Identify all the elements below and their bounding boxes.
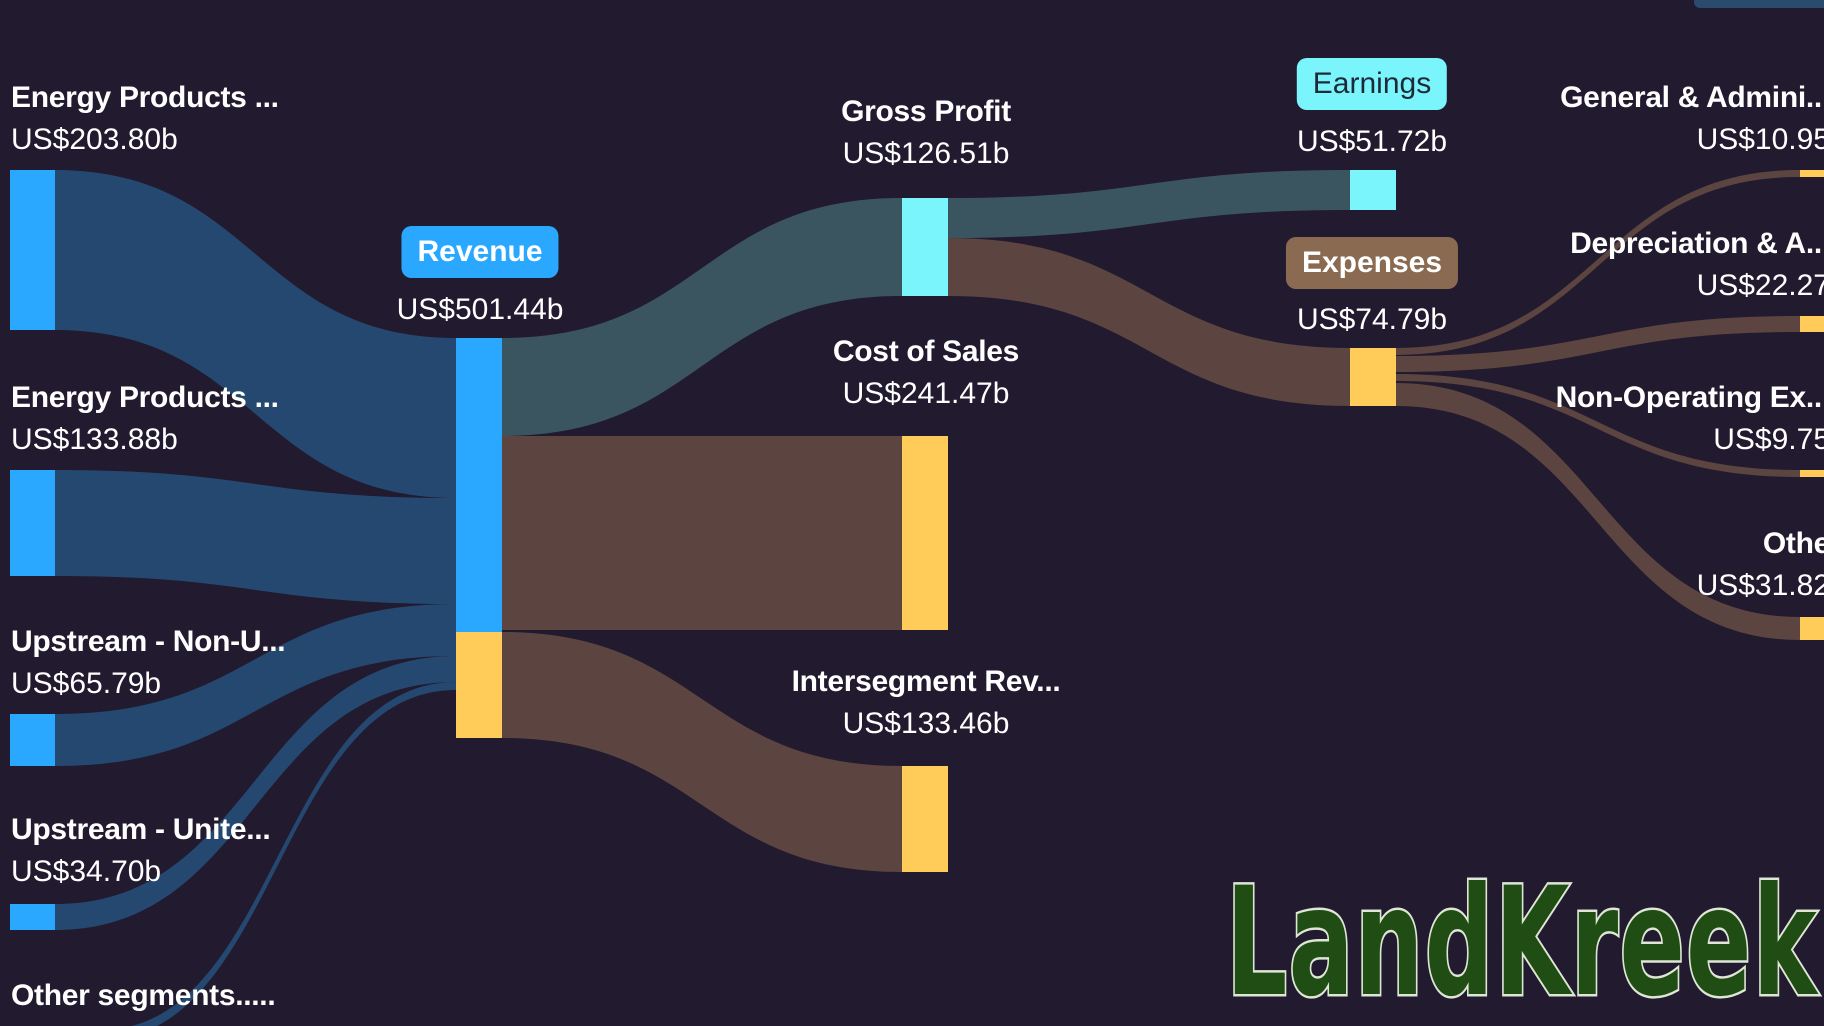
node-bar-revenue — [456, 338, 502, 632]
link-revenue-to-cost-of-sales — [502, 436, 902, 630]
node-label-energy-products-2: Energy Products ... US$133.88b — [11, 380, 279, 458]
node-name: Upstream - Non-U... — [11, 625, 286, 658]
node-label-energy-products-1: Energy Products ... US$203.80b — [11, 80, 279, 158]
node-value: US$9.75 — [1713, 423, 1824, 456]
node-bar-revenue-intersegment — [456, 632, 502, 738]
logo-text: LandKreek — [1226, 856, 1819, 1008]
link-expenses-to-general-admin — [1396, 170, 1800, 355]
node-bar-earnings — [1350, 170, 1396, 210]
earnings-value: US$51.72b — [1296, 125, 1448, 158]
node-bar-gross-profit — [902, 198, 948, 296]
node-value: US$31.82 — [1696, 569, 1824, 602]
node-value: US$203.80b — [11, 123, 178, 156]
node-name: Othe — [1762, 527, 1824, 560]
node-value: US$241.47b — [842, 377, 1010, 410]
node-name: Energy Products ... — [11, 81, 279, 114]
link-energy-products-1-to-revenue — [55, 170, 456, 498]
link-energy-products-2-to-revenue — [55, 470, 456, 604]
node-label-upstream-us: Upstream - Unite... US$34.70b — [11, 812, 271, 890]
node-bar-depreciation — [1800, 316, 1824, 332]
link-expenses-to-non-operating — [1396, 374, 1800, 477]
node-name: General & Admini... — [1560, 81, 1824, 114]
link-expenses-to-other — [1396, 383, 1800, 640]
link-expenses-to-depreciation — [1396, 316, 1800, 372]
earnings-pill: Earnings — [1296, 58, 1448, 110]
top-right-edge-shape — [1694, 0, 1824, 8]
node-value: US$133.88b — [11, 423, 178, 456]
node-label-general-admin: General & Admini... US$10.95 — [1560, 80, 1824, 158]
expenses-pill: Expenses — [1285, 237, 1459, 289]
node-bar-upstream-us — [10, 904, 55, 930]
node-name: Other segments..... — [11, 979, 276, 1012]
node-name: Intersegment Rev... — [791, 665, 1061, 698]
node-bar-cost-of-sales — [902, 436, 948, 630]
node-label-depreciation: Depreciation & A... US$22.27 — [1570, 226, 1824, 304]
node-label-other-segments: Other segments..... — [11, 978, 276, 1014]
node-name: Energy Products ... — [11, 381, 279, 414]
link-gross-profit-to-earnings — [948, 170, 1350, 238]
node-value: US$34.70b — [11, 855, 162, 888]
link-upstream-non-us-to-revenue — [55, 604, 456, 766]
node-label-upstream-non-us: Upstream - Non-U... US$65.79b — [11, 624, 286, 702]
revenue-value: US$501.44b — [396, 293, 564, 326]
link-revenue-to-intersegment — [502, 632, 902, 872]
node-label-cost-of-sales: Cost of Sales US$241.47b — [833, 334, 1019, 412]
node-bar-intersegment — [902, 766, 948, 872]
link-gross-profit-to-expenses — [948, 238, 1350, 406]
node-bar-energy-products-2 — [10, 470, 55, 576]
node-label-gross-profit: Gross Profit US$126.51b — [841, 94, 1011, 172]
node-name: Depreciation & A... — [1570, 227, 1824, 260]
node-name: Cost of Sales — [832, 335, 1020, 368]
node-label-non-operating: Non-Operating Ex... US$9.75 — [1556, 380, 1824, 458]
landkreek-logo: LandKreek — [1226, 854, 1819, 1009]
node-value: US$10.95 — [1696, 123, 1824, 156]
node-bar-non-operating — [1800, 470, 1824, 477]
node-name: Gross Profit — [841, 95, 1011, 128]
link-revenue-to-gross-profit — [502, 198, 902, 436]
node-label-other: Othe US$31.82 — [1697, 526, 1824, 604]
node-label-intersegment-revenue: Intersegment Rev... US$133.46b — [792, 664, 1061, 742]
node-bar-upstream-non-us — [10, 714, 55, 766]
node-name: Non-Operating Ex... — [1555, 381, 1824, 414]
node-value: US$133.46b — [842, 707, 1010, 740]
node-bar-other — [1800, 617, 1824, 640]
node-bar-energy-products-1 — [10, 170, 55, 330]
node-name: Upstream - Unite... — [11, 813, 271, 846]
node-value: US$126.51b — [842, 137, 1010, 170]
expenses-value: US$74.79b — [1296, 303, 1448, 336]
node-value: US$65.79b — [11, 667, 162, 700]
node-bar-general-admin — [1800, 170, 1824, 177]
link-upstream-us-to-revenue — [55, 656, 456, 930]
node-value: US$22.27 — [1696, 269, 1824, 302]
node-bar-expenses — [1350, 348, 1396, 406]
revenue-pill: Revenue — [401, 226, 559, 278]
